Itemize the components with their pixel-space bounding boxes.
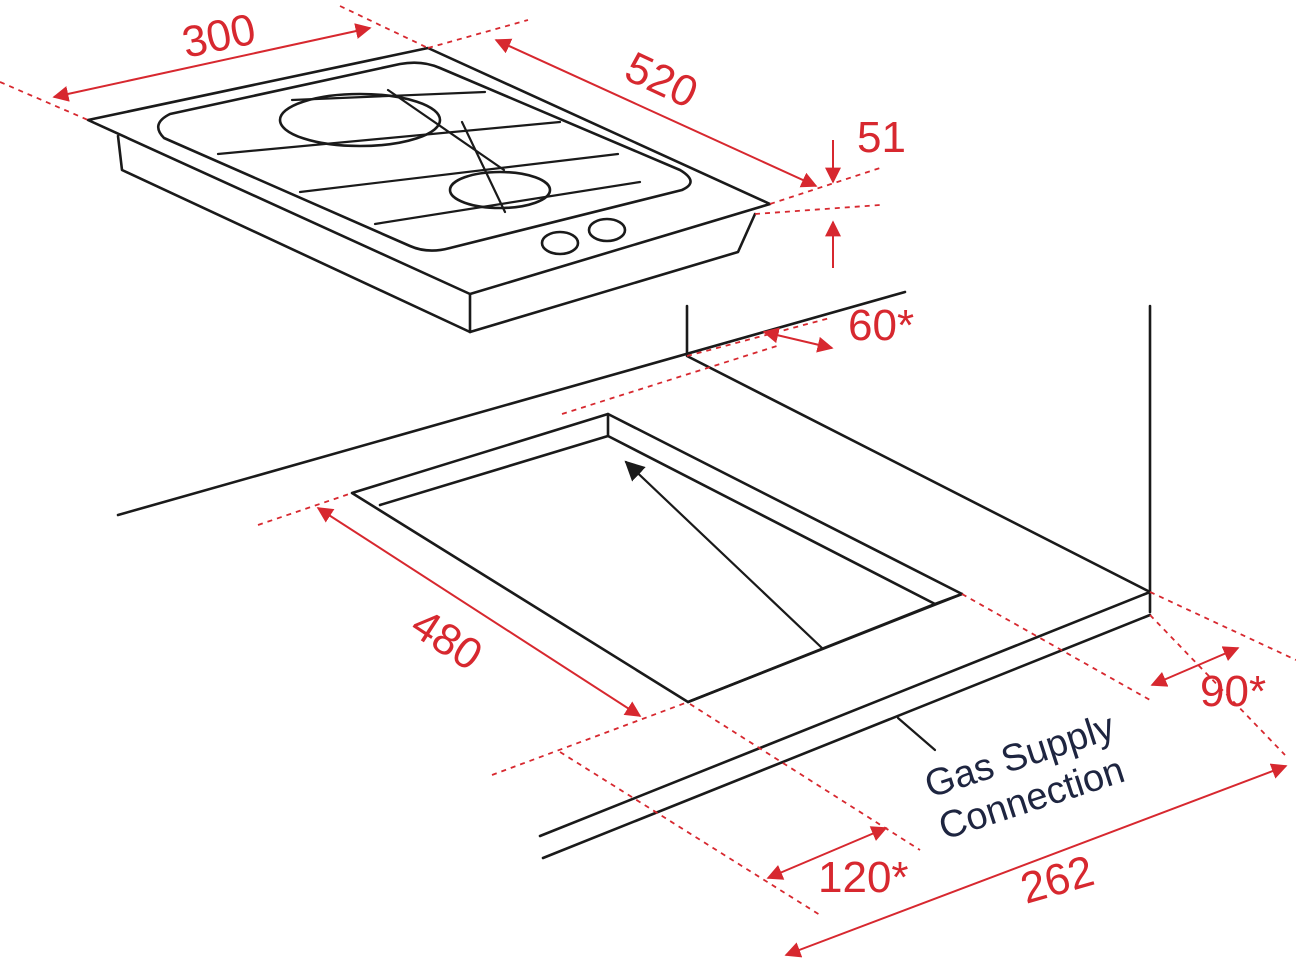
dim-520-label: 520	[618, 43, 705, 118]
hob-glass-panel	[156, 61, 692, 252]
gas-connection-leader	[896, 716, 937, 752]
dim-480-arrow	[316, 507, 642, 717]
worktop-front-edge	[538, 590, 1152, 838]
wall-corner	[685, 304, 1152, 594]
dim-90-arrow	[1150, 646, 1240, 687]
dim-60-arrow	[762, 327, 834, 353]
control-knob-left	[540, 230, 580, 256]
worktop-back-edge	[116, 290, 907, 517]
large-burner-ring	[278, 92, 442, 148]
hob-left-side	[116, 134, 472, 334]
hob-unit	[86, 46, 772, 334]
dim-262-arrow	[784, 763, 1288, 958]
dim-90-label: 90*	[1200, 667, 1266, 716]
pan-support-grid	[216, 88, 642, 226]
dim-300-arrow	[52, 23, 372, 102]
worktop-lower-edge	[541, 613, 1152, 860]
dim-60-label: 60*	[848, 301, 914, 350]
control-knob-right	[587, 217, 627, 243]
cutout-inner-right	[606, 434, 964, 606]
placement-arrow	[624, 460, 824, 650]
dim-300-label: 300	[178, 5, 260, 68]
cutout-inner-front	[686, 602, 937, 704]
dim-120-label: 120*	[818, 853, 909, 902]
dimension-lines	[0, 5, 1296, 958]
dim-51-label: 51	[857, 113, 906, 162]
cutout-inner-back	[378, 412, 610, 507]
dim-520-arrow	[494, 38, 818, 188]
dim-262-label: 262	[1015, 846, 1099, 913]
hob-front-face	[468, 212, 757, 334]
gas-supply-label: Gas Supply Connection	[920, 706, 1130, 849]
